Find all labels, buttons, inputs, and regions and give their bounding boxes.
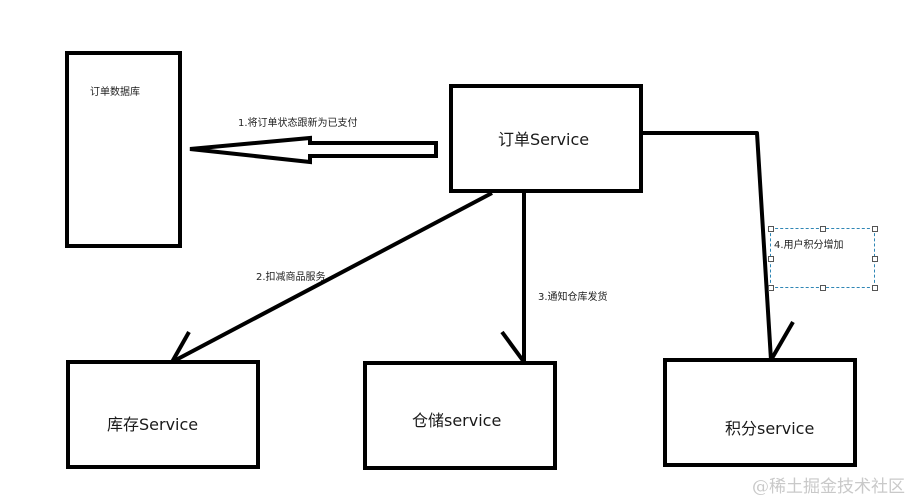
edge-4-line — [642, 131, 773, 361]
resize-handle-mr[interactable] — [872, 256, 878, 262]
edge-3-arrowhead — [500, 330, 526, 364]
resize-handle-ml[interactable] — [768, 256, 774, 262]
warehouse-service-box[interactable]: 仓储service — [363, 361, 557, 470]
inventory-service-label: 库存Service — [107, 415, 199, 434]
edge-1-block-arrow — [189, 135, 438, 165]
resize-handle-tm[interactable] — [820, 226, 826, 232]
inventory-service-box[interactable]: 库存Service — [66, 360, 260, 469]
warehouse-service-label: 仓储service — [412, 411, 502, 430]
order-service-box[interactable]: 订单Service — [449, 84, 643, 193]
points-service-label: 积分service — [725, 419, 815, 438]
points-service-box[interactable]: 积分service — [663, 358, 857, 467]
edge-4-label-selection[interactable]: 4.用户积分增加 — [770, 228, 875, 288]
edge-2-label: 2.扣减商品服务 — [256, 272, 326, 283]
order-db-label: 订单数据库 — [90, 87, 140, 98]
edge-2-line — [171, 191, 493, 364]
resize-handle-tr[interactable] — [872, 226, 878, 232]
order-db-box[interactable]: 订单数据库 — [65, 51, 182, 248]
resize-handle-br[interactable] — [872, 285, 878, 291]
edge-4-arrowhead — [769, 320, 795, 362]
edge-4-label[interactable]: 4.用户积分增加 — [774, 240, 844, 251]
edge-3-label: 3.通知仓库发货 — [538, 292, 608, 303]
edge-1-label: 1.将订单状态跟新为已支付 — [238, 118, 358, 129]
watermark: @稀土掘金技术社区 — [752, 477, 905, 497]
order-service-label: 订单Service — [498, 130, 590, 149]
edge-2-arrowhead — [170, 331, 191, 363]
resize-handle-bl[interactable] — [768, 285, 774, 291]
resize-handle-bm[interactable] — [820, 285, 826, 291]
resize-handle-tl[interactable] — [768, 226, 774, 232]
